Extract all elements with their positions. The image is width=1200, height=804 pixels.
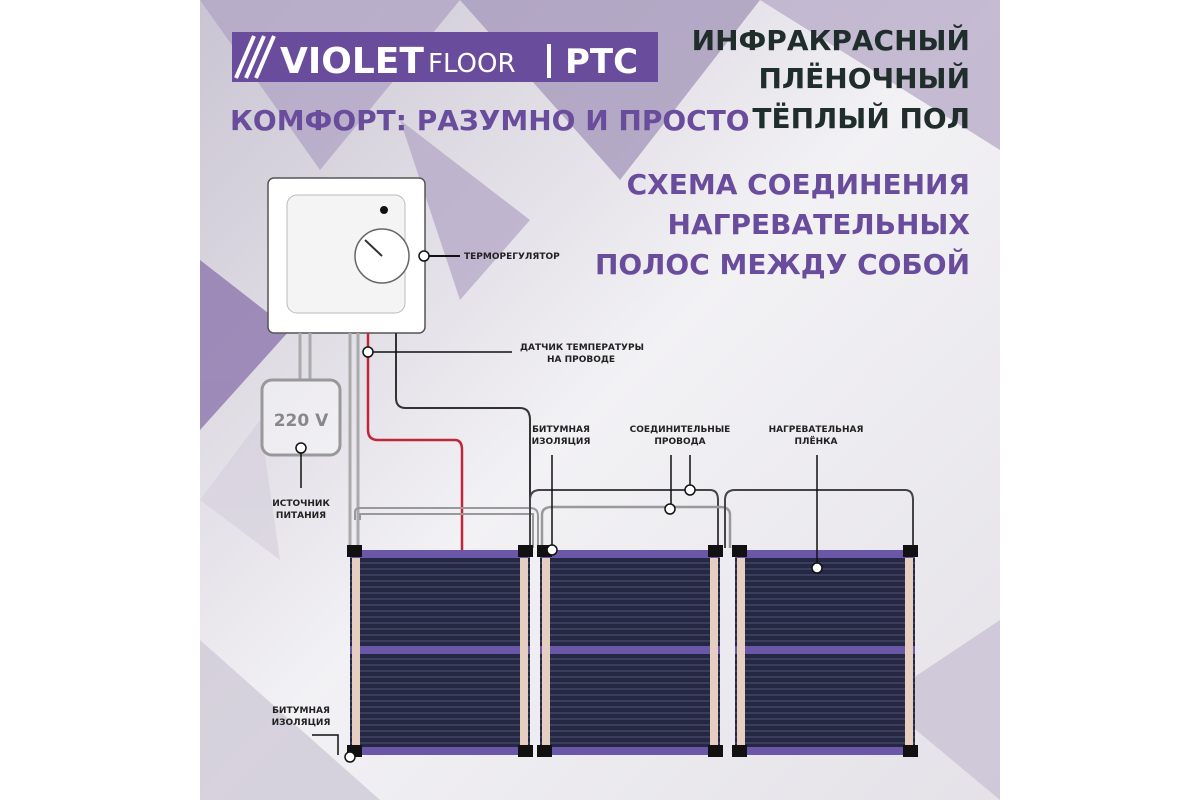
brand-logo: VIOLET FLOOR PTC [232, 32, 658, 82]
label-bitumen-bottom: БИТУМНАЯ [272, 706, 330, 716]
svg-text:ПЛЁНКА: ПЛЁНКА [794, 436, 837, 447]
svg-text:ТЁПЛЫЙ ПОЛ: ТЁПЛЫЙ ПОЛ [752, 101, 970, 135]
bitumen-insulation-pad [537, 745, 552, 757]
power-voltage: 220 V [274, 411, 329, 431]
thermostat [267, 177, 426, 334]
svg-text:ПЛЁНОЧНЫЙ: ПЛЁНОЧНЫЙ [758, 61, 970, 95]
power-source: 220 V [260, 378, 342, 488]
bitumen-insulation-pad [903, 545, 918, 557]
heating-films [347, 545, 918, 757]
bitumen-insulation-pad [732, 745, 747, 757]
bitumen-insulation-pad [903, 745, 918, 757]
heating-film-panel [537, 545, 723, 757]
label-thermostat: ТЕРМОРЕГУЛЯТОР [464, 252, 560, 262]
bitumen-insulation-pad [518, 745, 533, 757]
bitumen-insulation-pad [708, 545, 723, 557]
heating-film-panel [347, 545, 533, 757]
svg-text:СХЕМА СОЕДИНЕНИЯ: СХЕМА СОЕДИНЕНИЯ [627, 168, 970, 201]
product-title: ИНФРАКРАСНЫЙ ПЛЁНОЧНЫЙ ТЁПЛЫЙ ПОЛ [692, 23, 970, 135]
label-bitumen-top: БИТУМНАЯ [532, 425, 590, 435]
diagram-canvas: VIOLET FLOOR PTC КОМФОРТ: РАЗУМНО И ПРОС… [200, 0, 1000, 800]
bitumen-insulation-pad [347, 545, 362, 557]
wiring-diagram: VIOLET FLOOR PTC КОМФОРТ: РАЗУМНО И ПРОС… [200, 0, 1000, 800]
bitumen-insulation-pad [708, 745, 723, 757]
heating-film-panel [732, 545, 918, 757]
scheme-title: СХЕМА СОЕДИНЕНИЯ НАГРЕВАТЕЛЬНЫХ ПОЛОС МЕ… [595, 168, 970, 281]
svg-text:FLOOR: FLOOR [428, 49, 516, 79]
bitumen-insulation-pad [732, 545, 747, 557]
svg-text:ПОЛОС МЕЖДУ СОБОЙ: ПОЛОС МЕЖДУ СОБОЙ [595, 247, 970, 281]
svg-text:ИЗОЛЯЦИЯ: ИЗОЛЯЦИЯ [532, 437, 591, 447]
svg-text:НА ПРОВОДЕ: НА ПРОВОДЕ [547, 355, 615, 365]
bitumen-insulation-pad [518, 545, 533, 557]
label-sensor: ДАТЧИК ТЕМПЕРАТУРЫ [520, 343, 644, 353]
tagline: КОМФОРТ: РАЗУМНО И ПРОСТО [230, 104, 750, 137]
label-power: ИСТОЧНИК [272, 499, 330, 509]
svg-text:PTC: PTC [565, 42, 638, 82]
svg-text:VIOLET: VIOLET [280, 41, 424, 82]
svg-text:ПИТАНИЯ: ПИТАНИЯ [276, 511, 326, 521]
label-film: НАГРЕВАТЕЛЬНАЯ [769, 425, 864, 435]
label-wires: СОЕДИНИТЕЛЬНЫЕ [630, 425, 731, 435]
svg-text:ПРОВОДА: ПРОВОДА [654, 437, 705, 447]
svg-text:ИЗОЛЯЦИЯ: ИЗОЛЯЦИЯ [272, 718, 331, 728]
svg-text:НАГРЕВАТЕЛЬНЫХ: НАГРЕВАТЕЛЬНЫХ [668, 208, 971, 241]
svg-text:ИНФРАКРАСНЫЙ: ИНФРАКРАСНЫЙ [692, 23, 970, 57]
wires [298, 333, 914, 552]
